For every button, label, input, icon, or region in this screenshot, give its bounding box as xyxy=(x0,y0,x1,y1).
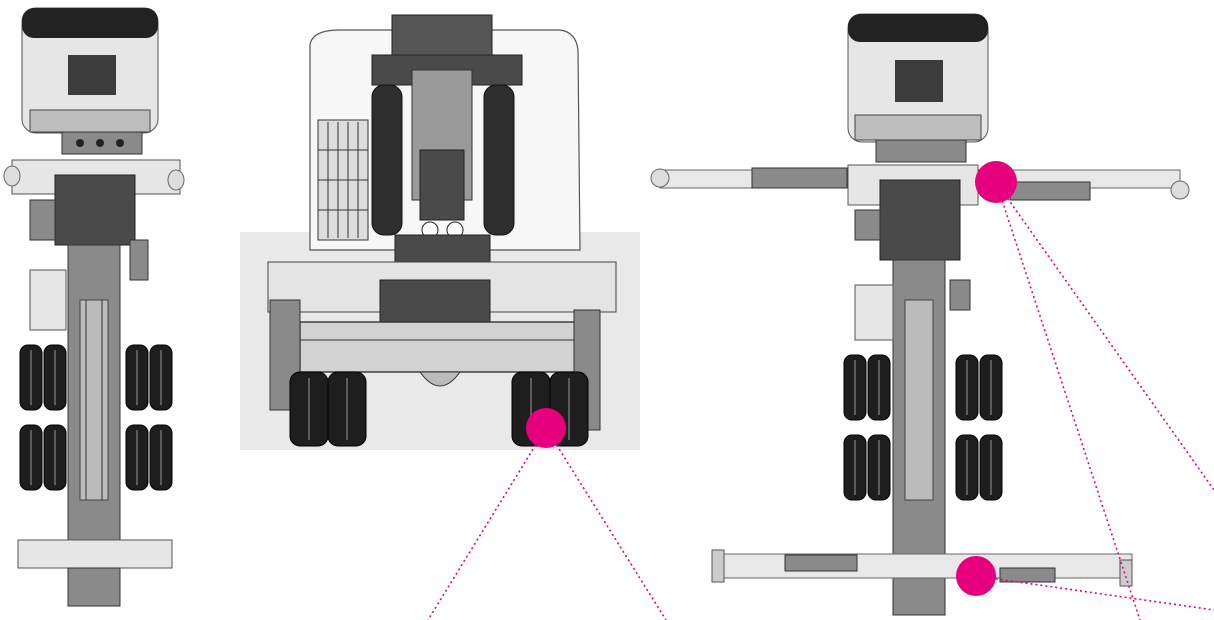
top-view-left xyxy=(3,7,185,607)
turntable xyxy=(54,174,136,246)
marker-dot xyxy=(526,408,566,448)
reference-lines xyxy=(427,181,1214,620)
rear-outrigger-beam xyxy=(17,539,173,607)
radiator xyxy=(317,119,369,241)
markers xyxy=(526,161,1017,596)
rear-bumper xyxy=(267,261,617,431)
marker-dot xyxy=(975,161,1017,203)
wheels-right-view xyxy=(843,354,1003,501)
cab-top xyxy=(21,7,159,155)
front-outrigger-extended xyxy=(650,164,1190,206)
wheels-left-view xyxy=(19,344,173,491)
reference-line xyxy=(995,181,1141,620)
marker-dot xyxy=(956,556,996,596)
boom-assembly xyxy=(371,14,523,266)
reference-line xyxy=(975,575,1214,611)
reference-line xyxy=(427,427,547,620)
rear-view-center xyxy=(240,14,640,450)
reference-line xyxy=(545,427,667,620)
cab-top-right xyxy=(847,13,989,163)
chassis-frame-right xyxy=(854,179,971,616)
rear-outrigger-extended xyxy=(711,549,1133,587)
reference-line xyxy=(995,181,1214,491)
top-view-right xyxy=(650,13,1190,616)
